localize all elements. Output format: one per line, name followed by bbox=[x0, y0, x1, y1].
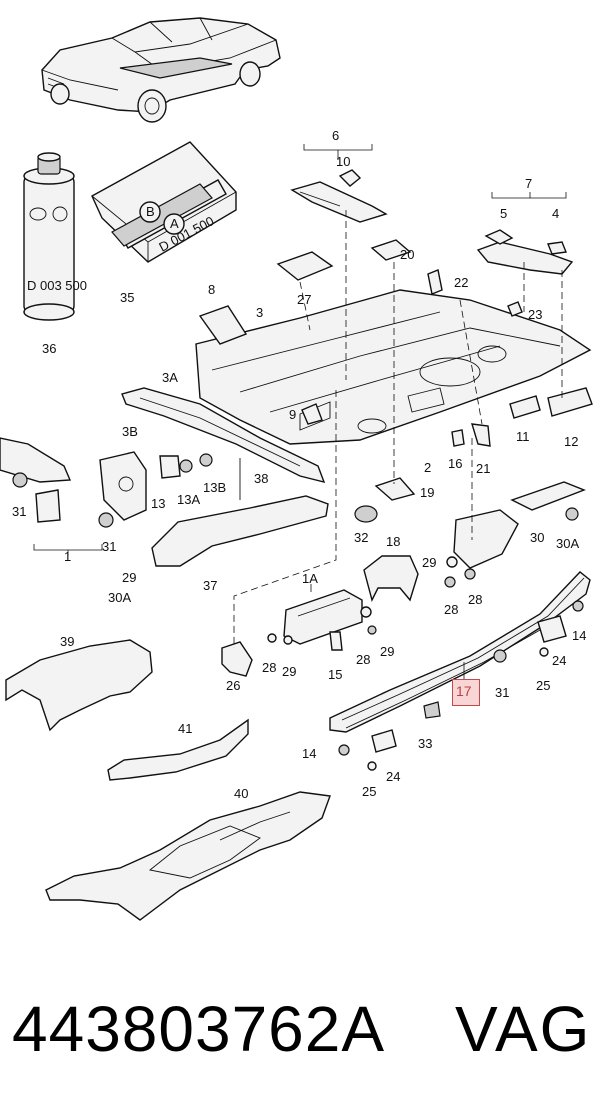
callout-4: 4 bbox=[552, 206, 559, 221]
callout-14-right: 14 bbox=[572, 628, 586, 643]
callout-22: 22 bbox=[454, 275, 468, 290]
callout-27: 27 bbox=[297, 292, 311, 307]
callout-3a: 3A bbox=[162, 370, 178, 385]
callout-16: 16 bbox=[448, 456, 462, 471]
callout-11: 11 bbox=[516, 429, 530, 444]
callout-28-center: 28 bbox=[356, 652, 370, 667]
callout-17[interactable]: 17 bbox=[456, 683, 472, 699]
callout-29-center: 29 bbox=[380, 644, 394, 659]
callout-14-left: 14 bbox=[302, 746, 316, 761]
part-number: 443803762A bbox=[12, 993, 386, 1065]
callout-28-far: 28 bbox=[468, 592, 482, 607]
car-thumbnail bbox=[41, 17, 281, 123]
parts-32-18 bbox=[354, 505, 419, 602]
callout-24-right: 24 bbox=[552, 653, 566, 668]
callout-35: 35 bbox=[120, 290, 134, 305]
callout-32: 32 bbox=[354, 530, 368, 545]
brand-label: VAG bbox=[455, 993, 592, 1065]
callout-28-mid: 28 bbox=[262, 660, 276, 675]
callout-13b: 13B bbox=[203, 480, 226, 495]
crossmember-7 bbox=[476, 229, 574, 275]
tube-label-b: B bbox=[146, 204, 155, 219]
spray-can: D 003 500 bbox=[23, 152, 87, 321]
callout-31-mid: 31 bbox=[102, 539, 116, 554]
rail-3a bbox=[121, 387, 326, 484]
callout-30a-left: 30A bbox=[108, 590, 131, 605]
callout-26: 26 bbox=[226, 678, 240, 693]
leader-lines bbox=[33, 144, 567, 680]
highlighted-callout-box[interactable] bbox=[452, 679, 480, 706]
spray-can-label: D 003 500 bbox=[27, 278, 87, 293]
callout-21: 21 bbox=[476, 461, 490, 476]
brackets-9-16-21 bbox=[301, 403, 491, 447]
callout-12: 12 bbox=[564, 434, 578, 449]
callout-30: 30 bbox=[530, 530, 544, 545]
callout-30a-right: 30A bbox=[556, 536, 579, 551]
parts-diagram: D 003 500 B A D 001 500 bbox=[0, 17, 593, 921]
callout-3: 3 bbox=[256, 305, 263, 320]
callout-28-right: 28 bbox=[444, 602, 458, 617]
left-components bbox=[0, 437, 241, 528]
callout-23: 23 bbox=[528, 307, 542, 322]
heat-shield-40 bbox=[45, 791, 331, 921]
bracket-19 bbox=[374, 477, 416, 501]
heat-shield-39 bbox=[5, 639, 153, 732]
callout-33: 33 bbox=[418, 736, 432, 751]
callout-6: 6 bbox=[332, 128, 339, 143]
callout-8: 8 bbox=[208, 282, 215, 297]
callout-25-left: 25 bbox=[362, 784, 376, 799]
callout-29-left: 29 bbox=[122, 570, 136, 585]
callout-39: 39 bbox=[60, 634, 74, 649]
callout-3b: 3B bbox=[122, 424, 138, 439]
callout-18: 18 bbox=[386, 534, 400, 549]
callout-9: 9 bbox=[289, 407, 296, 422]
callout-25-right: 25 bbox=[536, 678, 550, 693]
callout-31-left: 31 bbox=[12, 504, 26, 519]
tube-label-a: A bbox=[170, 216, 179, 231]
callout-5: 5 bbox=[500, 206, 507, 221]
callout-38: 38 bbox=[254, 471, 268, 486]
callout-24-left: 24 bbox=[386, 769, 400, 784]
heat-shield-41 bbox=[107, 718, 249, 781]
callout-31-right: 31 bbox=[495, 685, 509, 700]
callout-29-right: 29 bbox=[422, 555, 436, 570]
repair-kit-box: B A D 001 500 bbox=[91, 141, 237, 263]
callout-10: 10 bbox=[336, 154, 350, 169]
callout-15: 15 bbox=[328, 667, 342, 682]
callout-37: 37 bbox=[203, 578, 217, 593]
callout-labels: 6 10 7 5 4 20 27 22 8 3 23 3A 11 12 9 3B… bbox=[12, 128, 586, 801]
parts-30 bbox=[444, 481, 586, 588]
callout-1: 1 bbox=[64, 549, 71, 564]
rocker-panel-17 bbox=[329, 571, 591, 771]
bracket-6 bbox=[290, 169, 388, 223]
callout-36: 36 bbox=[42, 341, 56, 356]
callout-2: 2 bbox=[424, 460, 431, 475]
callout-29-mid: 29 bbox=[282, 664, 296, 679]
callout-19: 19 bbox=[420, 485, 434, 500]
callout-13a: 13A bbox=[177, 492, 200, 507]
callout-13: 13 bbox=[151, 496, 165, 511]
brackets-11-12 bbox=[509, 387, 593, 419]
callout-7: 7 bbox=[525, 176, 532, 191]
floor-pan bbox=[195, 289, 592, 445]
callout-1a: 1A bbox=[302, 571, 318, 586]
callout-20: 20 bbox=[400, 247, 414, 262]
sill-37 bbox=[151, 495, 329, 567]
callout-41: 41 bbox=[178, 721, 192, 736]
small-brackets bbox=[198, 239, 523, 345]
mount-1a bbox=[267, 589, 377, 651]
callout-40: 40 bbox=[234, 786, 248, 801]
mount-26 bbox=[221, 641, 253, 677]
